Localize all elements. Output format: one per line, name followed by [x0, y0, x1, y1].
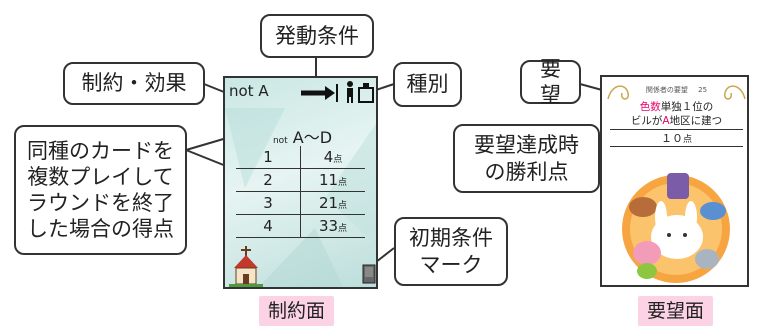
- request-points: １０点: [610, 129, 743, 147]
- table-title-not: not: [272, 136, 288, 146]
- initial-condition-mark-icon: [362, 264, 376, 284]
- row-count: 3: [236, 191, 301, 215]
- ornament-flourish-icon: [607, 85, 746, 100]
- same-kind-score-callout: 同種のカードを 複数プレイして ラウンドを終了 した場合の得点: [14, 125, 187, 255]
- row-count: 4: [236, 214, 301, 238]
- trigger-callout: 発動条件: [260, 14, 374, 58]
- row-points: 21点: [300, 191, 365, 215]
- constraint-card: not A not A～D 1 4点 2 11点 3 21点 4 33点: [223, 76, 378, 289]
- request-header: 関係者の要望 25: [602, 85, 747, 95]
- request-points-value: １０: [660, 132, 683, 145]
- request-number: 25: [698, 86, 708, 94]
- request-line-1-rest: 単独１位の: [660, 101, 714, 113]
- request-header-label: 関係者の要望: [645, 86, 688, 94]
- card-header-text: not A: [229, 82, 269, 100]
- trigger-arrow-icon: [301, 84, 338, 102]
- request-callout: 要望: [520, 57, 581, 107]
- characters-illustration: [622, 173, 730, 283]
- row-points: 4点: [300, 146, 365, 169]
- person-building-type-icon: [347, 81, 374, 103]
- request-line-1: 色数単独１位の: [602, 99, 747, 114]
- request-side-caption: 要望面: [638, 296, 713, 326]
- row-points: 11点: [300, 168, 365, 192]
- initial-mark-callout: 初期条件 マーク: [394, 217, 508, 286]
- table-row: 3 21点: [236, 191, 365, 215]
- constraint-side-caption: 制約面: [259, 296, 334, 326]
- table-title-range: A～D: [292, 128, 333, 147]
- table-row: 1 4点: [236, 146, 365, 169]
- request-line-2-post: 地区に建つ: [669, 115, 723, 127]
- request-line-2: ビルがA地区に建つ: [602, 113, 747, 128]
- row-count: 1: [236, 146, 301, 169]
- table-title: not A～D: [225, 124, 376, 148]
- row-count: 2: [236, 168, 301, 192]
- request-points-callout: 要望達成時 の勝利点: [453, 124, 600, 193]
- request-colored-term: 色数: [639, 101, 661, 113]
- request-line-2-pre: ビルが: [630, 115, 663, 127]
- score-table: 1 4点 2 11点 3 21点 4 33点: [236, 146, 365, 238]
- request-points-unit: 点: [682, 135, 692, 145]
- request-card: 関係者の要望 25 色数単独１位の ビルがA地区に建つ １０点: [600, 75, 749, 287]
- constraint-effect-callout: 制約・効果: [63, 62, 205, 105]
- request-district: A: [662, 115, 670, 127]
- type-callout: 種別: [393, 62, 462, 107]
- church-icon: [229, 246, 263, 287]
- table-row: 4 33点: [236, 214, 365, 238]
- table-row: 2 11点: [236, 168, 365, 192]
- row-points: 33点: [300, 214, 365, 238]
